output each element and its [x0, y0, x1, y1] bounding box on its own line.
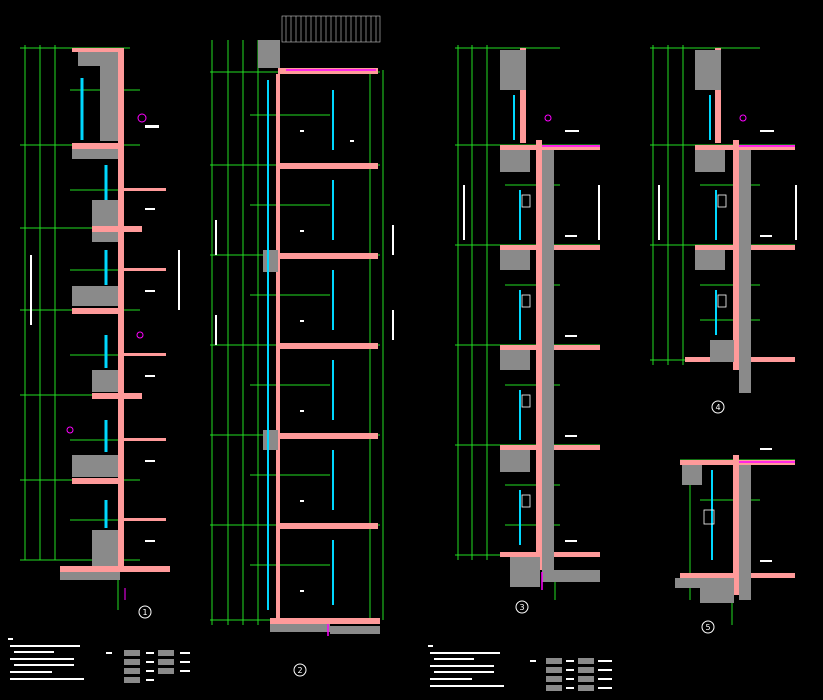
section-2-hatch [258, 40, 380, 634]
section-5-number: 5 [705, 623, 710, 632]
section-2-marker: 2 [293, 663, 307, 677]
section-2-number: 2 [297, 666, 302, 675]
wall-section-1: 1 [20, 45, 180, 619]
section-2-roof-hatch [281, 15, 381, 43]
legend-block-left [106, 650, 190, 683]
section-2-annotations [215, 130, 394, 592]
section-3-hatch [500, 50, 600, 587]
section-3-glazing [513, 95, 521, 545]
section-5-annotations [703, 448, 772, 562]
section-3-marker: 3 [515, 600, 529, 614]
section-2-concrete [270, 68, 380, 624]
section-3-accent [541, 114, 600, 590]
section-1-marker: 1 [138, 605, 152, 619]
section-5-marker: 5 [701, 620, 715, 634]
notes-block-left [8, 638, 84, 680]
section-1-hatch [60, 52, 120, 580]
section-4-hatch [695, 50, 751, 393]
section-5-hatch [675, 465, 751, 603]
section-3-annotations [463, 130, 600, 542]
section-3-number: 3 [519, 603, 524, 612]
section-4-accent [739, 114, 795, 147]
section-1-callouts [66, 113, 147, 600]
section-4-number: 4 [715, 403, 720, 412]
section-1-number: 1 [142, 608, 147, 617]
wall-section-3: 3 [455, 45, 600, 614]
legend-block-right [530, 658, 612, 691]
section-1-annotations [30, 125, 180, 542]
section-4-annotations [658, 130, 797, 308]
section-1-concrete [60, 48, 170, 572]
notes-block-right [428, 645, 504, 687]
section-1-glazing [80, 78, 108, 528]
section-4-marker: 4 [711, 400, 725, 414]
section-2-glazing [267, 80, 334, 610]
wall-section-5: 5 [675, 448, 795, 634]
wall-section-4: 4 [650, 45, 797, 414]
wall-section-2: 2 [210, 15, 394, 677]
section-2-accent [286, 69, 376, 636]
section-4-glazing [709, 95, 717, 335]
section-5-concrete [680, 455, 795, 595]
